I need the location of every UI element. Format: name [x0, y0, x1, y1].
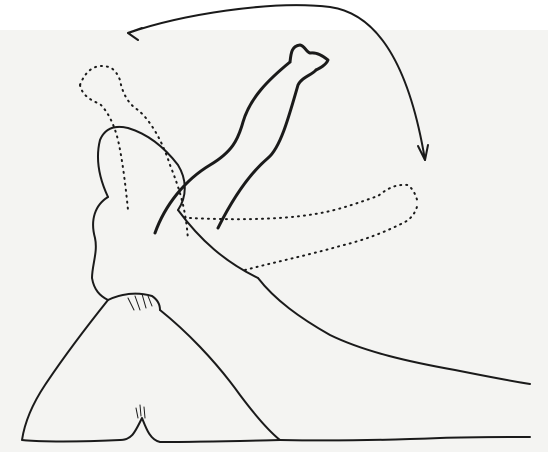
- raised-arm-dotted: [80, 66, 188, 240]
- head-outline: [98, 127, 185, 210]
- torso-outline: [92, 197, 160, 310]
- skirt-outline: [22, 294, 280, 442]
- rotation-arrow-icon: [128, 5, 428, 160]
- extended-leg-outline: [178, 210, 530, 440]
